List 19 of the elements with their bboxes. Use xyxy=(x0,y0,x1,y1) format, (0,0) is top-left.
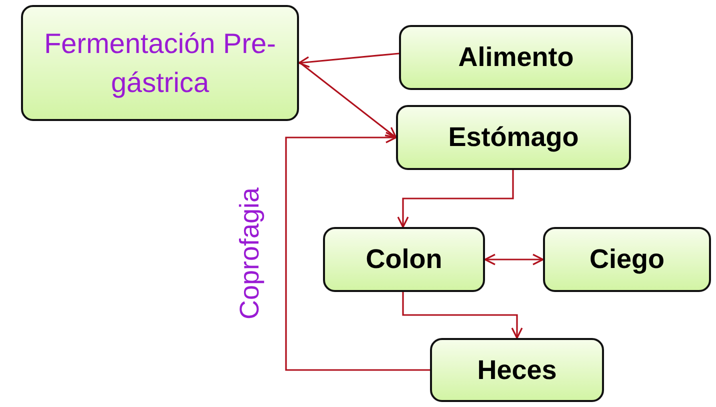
node-label: Fermentación Pre-gástrica xyxy=(43,26,277,100)
process-box xyxy=(323,227,485,292)
process-box xyxy=(396,105,631,170)
node-label: Colon xyxy=(366,243,442,276)
arrow xyxy=(484,254,544,266)
process-box xyxy=(399,25,633,90)
node-label: Heces xyxy=(477,354,557,386)
arrow xyxy=(298,52,400,68)
arrow xyxy=(397,170,514,228)
arrow xyxy=(298,61,397,138)
process-box xyxy=(430,338,604,402)
process-box xyxy=(21,5,299,121)
node-label: Alimento xyxy=(458,41,574,74)
process-box xyxy=(543,227,711,292)
node-label: Ciego xyxy=(589,243,664,276)
arrow xyxy=(285,132,430,371)
edge-label: Coprofagia xyxy=(234,188,266,320)
node-label: Estómago xyxy=(448,121,579,154)
arrow xyxy=(402,292,523,339)
